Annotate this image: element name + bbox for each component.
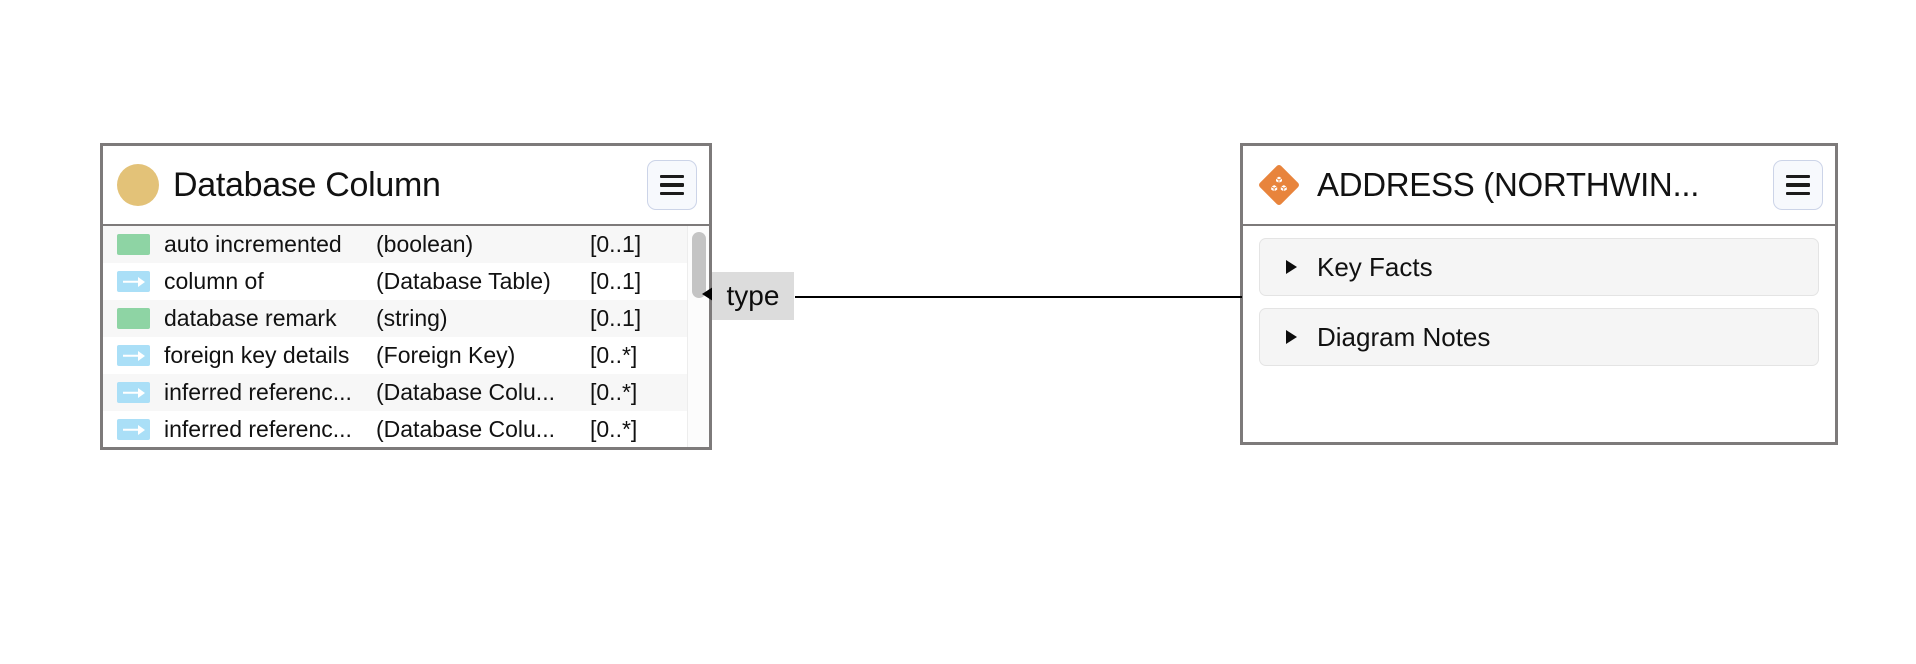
node-menu-button-address[interactable]	[1773, 160, 1823, 210]
hamburger-line	[1786, 183, 1810, 187]
property-type: (Database Table)	[376, 268, 551, 294]
property-list: auto incremented(boolean)[0..1]column of…	[103, 226, 687, 447]
edge-line-type	[795, 296, 1242, 298]
relation-arrow-icon	[117, 345, 150, 366]
property-name: column of	[164, 268, 264, 294]
property-row[interactable]: foreign key details (Foreign Key) [0..*]	[103, 337, 687, 374]
node-body-database-column: auto incremented(boolean)[0..1]column of…	[103, 226, 709, 447]
node-title-address: ADDRESS (NORTHWIN...	[1317, 166, 1700, 203]
hamburger-line	[1786, 191, 1810, 196]
accordion-key-facts[interactable]: Key Facts	[1259, 238, 1819, 296]
node-database-column[interactable]: Database Column auto incremented (boolean…	[100, 143, 712, 450]
accordion-label: Diagram Notes	[1317, 321, 1491, 352]
scrollbar-thumb[interactable]	[692, 232, 706, 298]
property-type: (Database Colu...	[376, 379, 555, 405]
accordion-diagram-notes[interactable]: Diagram Notes	[1259, 308, 1819, 366]
property-type: (Database Colu...	[376, 416, 555, 442]
property-name: foreign key details	[164, 342, 350, 368]
property-row[interactable]: inferred referenc... (Database Colu... [0.…	[103, 374, 687, 411]
property-name: inferred referenc...	[164, 379, 352, 405]
attribute-swatch-icon	[117, 234, 150, 255]
relation-arrow-icon	[117, 419, 150, 440]
header-divider	[103, 224, 709, 226]
relation-arrow-icon	[117, 382, 150, 403]
hamburger-line	[1786, 174, 1810, 179]
hamburger-line	[660, 174, 684, 179]
vertical-scrollbar[interactable]	[687, 226, 709, 447]
property-type: (string)	[376, 305, 448, 331]
orange-diamond-cubes-icon	[1257, 163, 1301, 207]
cubes-glyph	[1269, 175, 1289, 193]
tan-circle-icon	[117, 164, 159, 206]
property-name: auto incremented	[164, 231, 342, 257]
property-cardinality: [0..*]	[590, 416, 638, 442]
property-name: inferred referenc...	[164, 416, 352, 442]
attribute-swatch-icon	[117, 308, 150, 329]
chevron-right-icon	[1286, 330, 1297, 344]
hamburger-line	[660, 183, 684, 187]
edge-label-type[interactable]: type	[712, 272, 794, 320]
property-row[interactable]: column of (Database Table) [0..1]	[103, 263, 687, 300]
property-cardinality: [0..*]	[590, 379, 638, 405]
header-divider	[1243, 224, 1835, 226]
node-menu-button-database-column[interactable]	[647, 160, 697, 210]
chevron-right-icon	[1286, 260, 1297, 274]
node-header-database-column[interactable]: Database Column	[103, 146, 709, 224]
node-title-database-column: Database Column	[173, 165, 441, 204]
property-cardinality: [0..*]	[590, 342, 638, 368]
property-row[interactable]: auto incremented (boolean) [0..1]	[103, 226, 687, 263]
accordion-label: Key Facts	[1317, 251, 1433, 282]
property-cardinality: [0..1]	[590, 305, 642, 331]
property-type: (Foreign Key)	[376, 342, 516, 368]
hamburger-line	[660, 191, 684, 196]
property-row[interactable]: database remark (string) [0..1]	[103, 300, 687, 337]
relation-arrow-icon	[117, 271, 150, 292]
property-cardinality: [0..1]	[590, 231, 642, 257]
property-row[interactable]: inferred referenc... (Database Colu... [0.…	[103, 411, 687, 447]
property-cardinality: [0..1]	[590, 268, 642, 294]
property-type: (boolean)	[376, 231, 474, 257]
node-header-address[interactable]: ADDRESS (NORTHWIN...	[1243, 146, 1835, 224]
property-name: database remark	[164, 305, 337, 331]
